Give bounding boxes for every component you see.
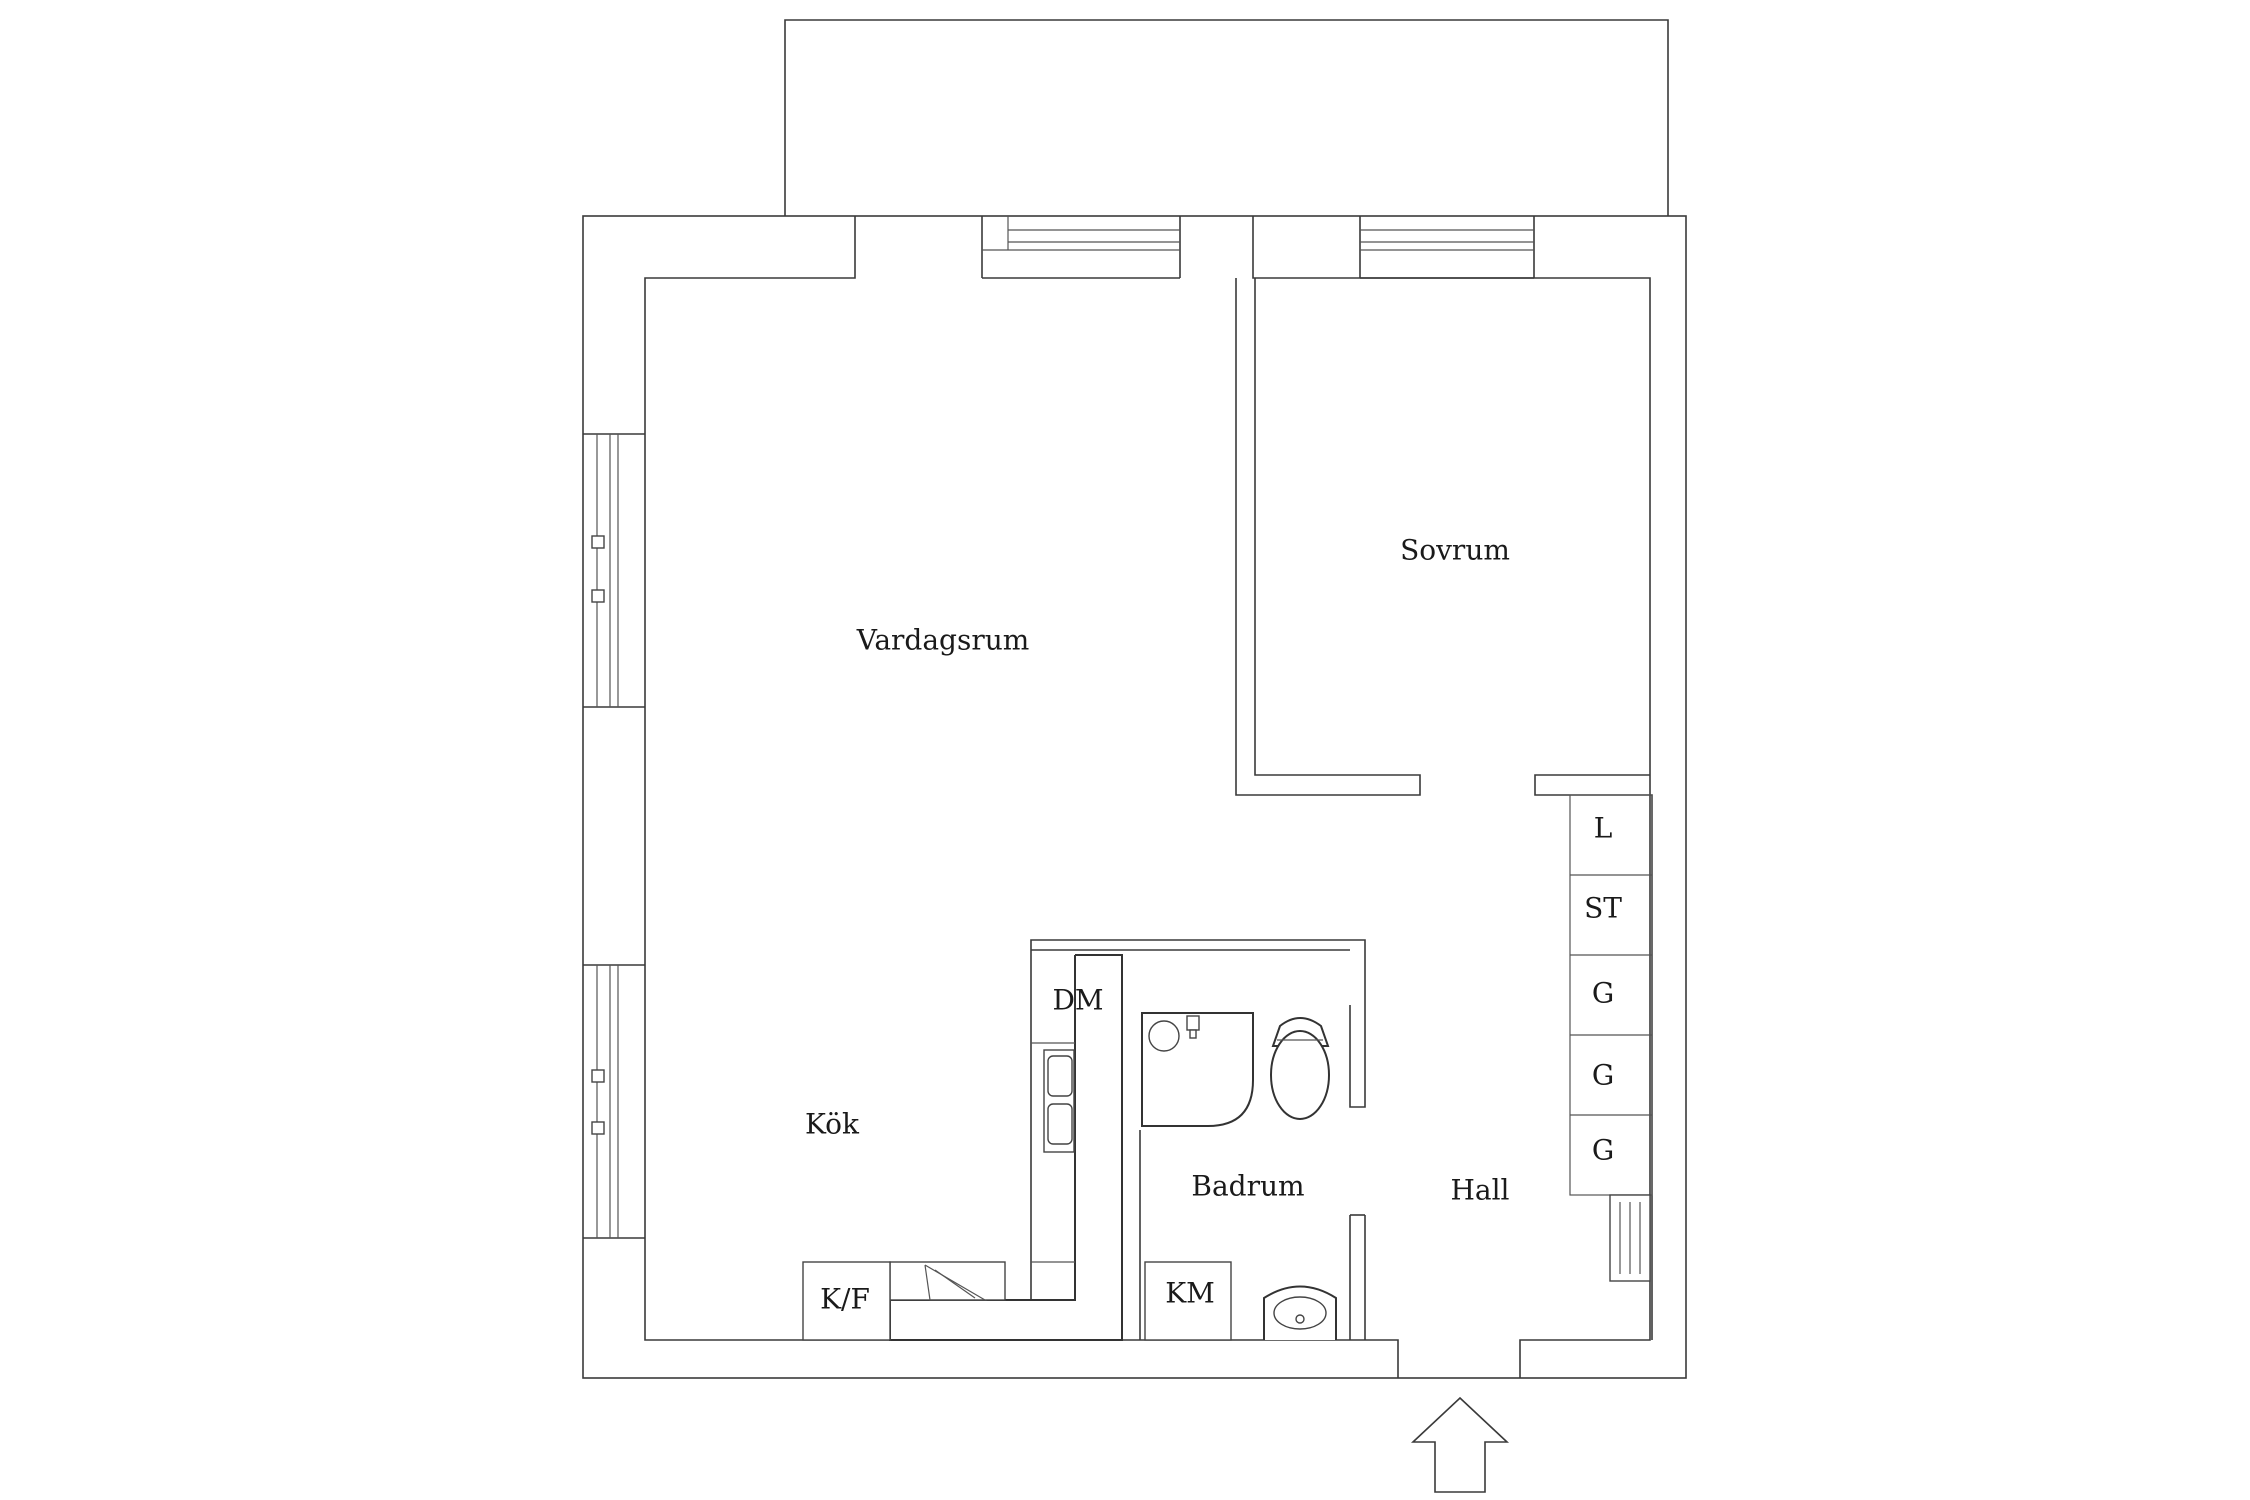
inner-wall-outline xyxy=(644,216,1651,1378)
washing-machine xyxy=(1144,1261,1232,1341)
window-top-right xyxy=(1360,229,1534,251)
room-label-sovrum: Sovrum xyxy=(1400,534,1510,567)
kitchen-sink xyxy=(1043,1049,1075,1153)
entrance-arrow-icon xyxy=(1410,1396,1510,1493)
window-left-lower xyxy=(583,964,645,1239)
storage-label: L xyxy=(1594,812,1613,845)
kitchen-bath-walls xyxy=(1030,939,1366,1340)
room-label-hall: Hall xyxy=(1450,1174,1509,1207)
radiator xyxy=(1609,1194,1651,1282)
room-label-vardagsrum: Vardagsrum xyxy=(856,624,1030,657)
storage-label: G xyxy=(1592,1059,1614,1092)
room-label-kok: Kök xyxy=(805,1108,860,1141)
storage-label: G xyxy=(1592,1134,1614,1167)
window-left-upper xyxy=(583,433,645,708)
window-top-left xyxy=(982,216,1180,251)
fixture-label-dm: DM xyxy=(1052,984,1103,1017)
toilet xyxy=(1270,1017,1330,1120)
fixture-label-km: KM xyxy=(1165,1277,1215,1310)
outer-wall xyxy=(582,215,1687,1379)
room-label-badrum: Badrum xyxy=(1191,1170,1304,1203)
storage-label: G xyxy=(1592,977,1614,1010)
storage-label: ST xyxy=(1584,892,1622,925)
washbasin xyxy=(1263,1285,1337,1340)
stove xyxy=(889,1261,1006,1301)
balcony xyxy=(784,19,1669,216)
fridge-freezer xyxy=(802,1261,891,1341)
shower xyxy=(1141,1012,1254,1127)
fixture-label-kf: K/F xyxy=(820,1283,870,1316)
